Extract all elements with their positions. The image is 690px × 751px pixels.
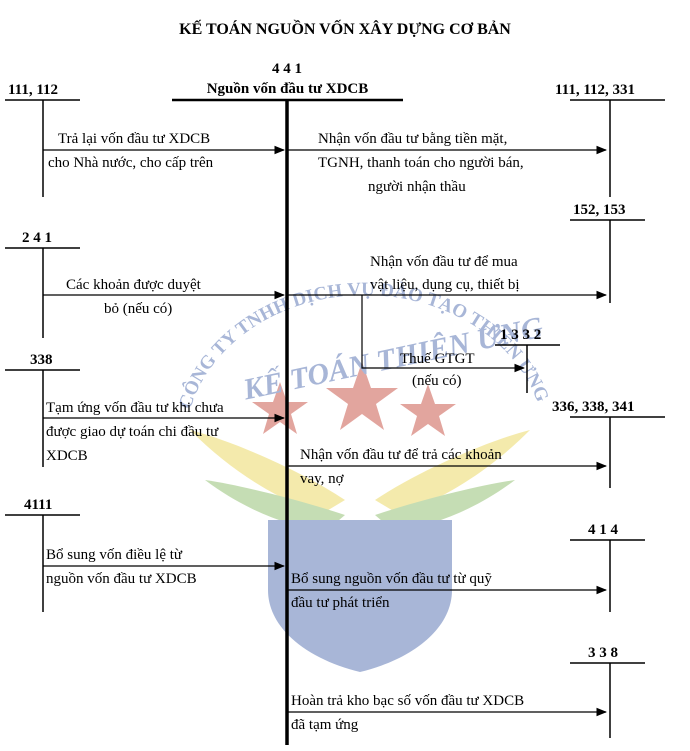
account-label-241: 2 4 1 bbox=[22, 230, 52, 246]
account-414-t bbox=[570, 539, 645, 612]
account-241-t bbox=[5, 247, 80, 338]
watermark-shield bbox=[268, 520, 452, 672]
account-338-right-t bbox=[570, 662, 645, 738]
entry-e1-line2: cho Nhà nước, cho cấp trên bbox=[48, 155, 214, 171]
account-4111-t bbox=[5, 514, 80, 612]
entry-e4-line1: Nhận vốn đầu tư để mua bbox=[370, 254, 518, 270]
entry-e4-line2: vật liệu, dụng cụ, thiết bị bbox=[370, 277, 520, 293]
entry-e9-line1: Bổ sung nguồn vốn đầu tư từ quỹ bbox=[291, 571, 492, 587]
entry-e6-line2: được giao dự toán chi đầu tư bbox=[46, 424, 219, 440]
account-label-338-right: 3 3 8 bbox=[588, 645, 618, 661]
entry-e5-line1: Thuế GTGT bbox=[400, 351, 475, 367]
watermark-stars bbox=[252, 362, 456, 436]
arrow-e5 bbox=[361, 295, 526, 373]
main-account-name: Nguồn vốn đầu tư XDCB bbox=[206, 81, 369, 97]
entry-e5-line2: (nếu có) bbox=[412, 373, 462, 389]
entry-e3-line1: Các khoản được duyệt bbox=[66, 277, 201, 293]
diagram-title: KẾ TOÁN NGUỒN VỐN XÂY DỰNG CƠ BẢN bbox=[179, 21, 511, 38]
account-label-111-112: 111, 112 bbox=[8, 82, 59, 98]
entry-e1-line1: Trả lại vốn đầu tư XDCB bbox=[58, 131, 211, 147]
account-label-338-left: 338 bbox=[30, 352, 53, 368]
entry-e10-line2: đã tạm ứng bbox=[291, 717, 359, 733]
account-label-4111: 4111 bbox=[24, 497, 53, 513]
account-336-338-341-t bbox=[570, 416, 665, 488]
entry-e8-line1: Bổ sung vốn điều lệ từ bbox=[46, 547, 183, 563]
account-label-336-338-341: 336, 338, 341 bbox=[552, 399, 635, 415]
watermark-wings bbox=[190, 430, 530, 532]
entry-e3-line2: bỏ (nếu có) bbox=[104, 301, 173, 317]
entry-e10-line1: Hoàn trả kho bạc số vốn đầu tư XDCB bbox=[291, 693, 525, 709]
account-111-112-t bbox=[5, 99, 80, 197]
entry-e7-line1: Nhận vốn đầu tư để trả các khoản bbox=[300, 447, 502, 463]
account-1332-t bbox=[495, 344, 560, 393]
account-label-111-112-331: 111, 112, 331 bbox=[555, 82, 636, 98]
entry-e9-line2: đầu tư phát triển bbox=[291, 595, 390, 611]
entry-e2-line3: người nhận thầu bbox=[368, 179, 466, 195]
entry-e2-line2: TGNH, thanh toán cho người bán, bbox=[318, 155, 524, 171]
account-label-414: 4 1 4 bbox=[588, 522, 618, 538]
entry-e8-line2: nguồn vốn đầu tư XDCB bbox=[46, 571, 197, 587]
account-111-112-331-t bbox=[570, 99, 665, 197]
account-label-1332: 1 3 3 2 bbox=[500, 327, 542, 343]
entry-e6-line3: XDCB bbox=[46, 448, 88, 464]
entry-e7-line2: vay, nợ bbox=[300, 471, 344, 487]
entry-e2-line1: Nhận vốn đầu tư bằng tiền mặt, bbox=[318, 131, 508, 147]
account-152-153-t bbox=[570, 219, 645, 303]
entry-e6-line1: Tạm ứng vốn đầu tư khi chưa bbox=[46, 400, 224, 416]
main-account-code: 4 4 1 bbox=[272, 61, 302, 77]
account-label-152-153: 152, 153 bbox=[573, 202, 626, 218]
